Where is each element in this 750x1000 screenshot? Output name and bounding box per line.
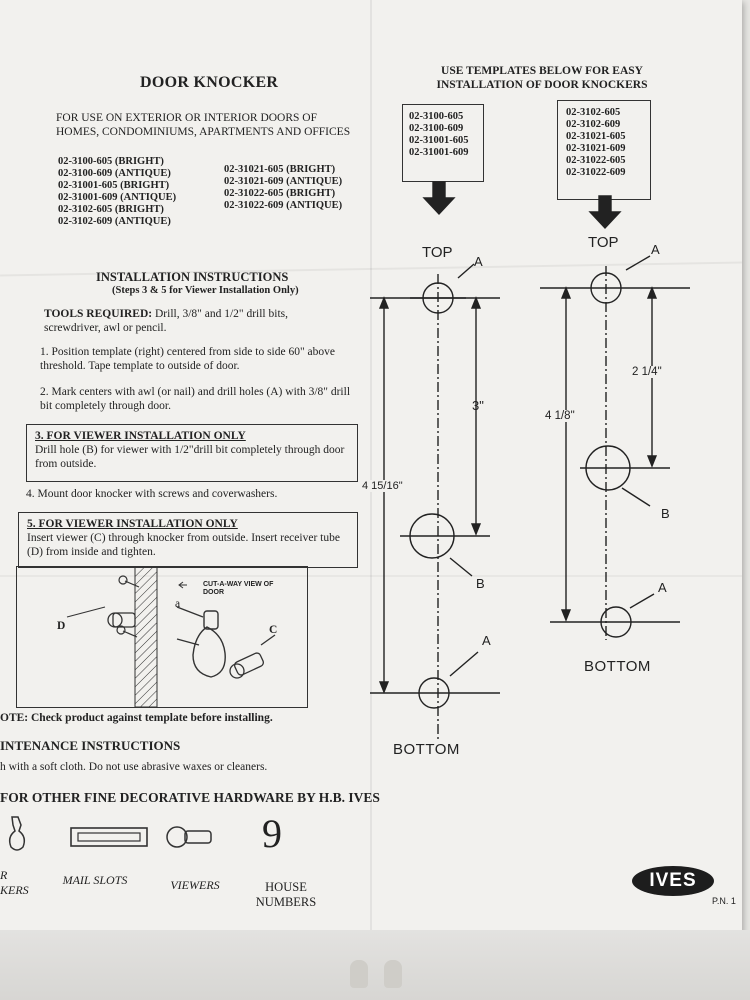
template-2-dim-ab: 2 1/4" [632, 366, 662, 378]
model-item: 02-3102-609 (ANTIQUE) [58, 216, 171, 227]
note-text: OTE: Check product against template befo… [0, 712, 273, 724]
step-3-text: Drill hole (B) for viewer with 1/2"drill… [35, 444, 345, 470]
cutaway-label: CUT-A-WAY VIEW OF DOOR [203, 581, 274, 596]
template-1-dim-ab: 3" [472, 398, 484, 413]
step-1: 1. Position template (right) centered fr… [40, 346, 335, 372]
template-2-model: 02-3102-609 [566, 119, 621, 130]
product-label: HOUSE NUMBERS [255, 880, 317, 909]
step-5-heading: 5. FOR VIEWER INSTALLATION ONLY [27, 518, 238, 530]
maintenance-title: INTENANCE INSTRUCTIONS [0, 738, 181, 753]
house-number-icon: 9 [262, 811, 282, 856]
tools-required: TOOLS REQUIRED: Drill, 3/8" and 1/2" dri… [44, 307, 344, 335]
template-2-model: 02-31021-605 [566, 131, 626, 142]
template-1-model: 02-3100-609 [409, 123, 464, 134]
ives-logo: IVES [632, 866, 714, 896]
product-label: VIEWERS [170, 878, 220, 892]
background-plastic [0, 930, 750, 1000]
model-item: 02-3100-605 (BRIGHT) [58, 156, 164, 167]
fold-line [0, 575, 742, 577]
diagram-label-a: a [175, 598, 181, 610]
fold-line [370, 0, 372, 985]
model-item: 02-3100-609 (ANTIQUE) [58, 168, 171, 179]
model-item: 02-31021-609 (ANTIQUE) [224, 176, 343, 187]
template-1-model: 02-31001-605 [409, 135, 469, 146]
step-5-box: 5. FOR VIEWER INSTALLATION ONLY Insert v… [18, 512, 358, 568]
step-3-heading: 3. FOR VIEWER INSTALLATION ONLY [35, 430, 246, 442]
model-item: 02-31001-609 (ANTIQUE) [58, 192, 177, 203]
knocker-icon [0, 815, 40, 855]
template-2-label-a: A [651, 242, 660, 257]
intro-text: FOR USE ON EXTERIOR OR INTERIOR DOORS OF… [56, 112, 351, 138]
tools-text: Drill, 3/8" and 1/2" drill bits, screwdr… [44, 308, 288, 334]
template-drawings [370, 181, 690, 740]
step-5-text: Insert viewer (C) through knocker from o… [27, 532, 340, 558]
down-arrow-icon [422, 181, 456, 216]
product-label: R KERS [0, 868, 29, 897]
template-2-label-b: B [661, 506, 670, 521]
install-subtitle: (Steps 3 & 5 for Viewer Installation Onl… [112, 285, 299, 296]
step-3-box: 3. FOR VIEWER INSTALLATION ONLY Drill ho… [26, 424, 358, 482]
template-1-label-a: A [474, 254, 483, 269]
model-list-1: 02-3100-605 (BRIGHT) 02-3100-609 (ANTIQU… [58, 156, 176, 228]
template-2-bottom: BOTTOM [584, 658, 651, 675]
model-item: 02-31021-605 (BRIGHT) [224, 164, 336, 175]
viewer-icon [165, 824, 215, 850]
template-2-model: 02-31021-609 [566, 143, 626, 154]
template-2-dim-total: 4 1/8" [545, 410, 575, 422]
screw-icon [384, 960, 402, 988]
product-label: MAIL SLOTS [62, 873, 128, 887]
other-hardware-title: FOR OTHER FINE DECORATIVE HARDWARE BY H.… [0, 790, 380, 805]
installation-diagram: CUT-A-WAY VIEW OF DOOR D C a [16, 566, 308, 708]
template-1-dim-total: 4 15/16" [362, 480, 403, 492]
template-1-bottom: BOTTOM [393, 741, 460, 758]
down-arrow-icon [588, 195, 622, 230]
page-title: DOOR KNOCKER [140, 74, 279, 91]
maintenance-text: h with a soft cloth. Do not use abrasive… [0, 761, 268, 773]
diagram-label-d: D [57, 620, 66, 632]
mail-slot-icon [70, 826, 150, 848]
template-2-top: TOP [588, 234, 619, 251]
template-heading-line1: USE TEMPLATES BELOW FOR EASY [441, 65, 643, 77]
template-1-top: TOP [422, 244, 453, 261]
part-number: P.N. 1 [712, 896, 736, 906]
template-1-model: 02-3100-605 [409, 111, 464, 122]
template-2-model: 02-31022-609 [566, 167, 626, 178]
tools-label: TOOLS REQUIRED: [44, 308, 153, 320]
model-list-2: 02-31021-605 (BRIGHT) 02-31021-609 (ANTI… [224, 164, 342, 212]
instruction-sheet: DOOR KNOCKER FOR USE ON EXTERIOR OR INTE… [0, 0, 742, 985]
template-2-model: 02-31022-605 [566, 155, 626, 166]
screw-icon [350, 960, 368, 988]
template-1-label-a-bottom: A [482, 633, 491, 648]
template-1-model: 02-31001-609 [409, 147, 469, 158]
installation-diagram-drawing [66, 566, 276, 708]
template-2-label-a-bottom: A [658, 580, 667, 595]
template-heading: USE TEMPLATES BELOW FOR EASY INSTALLATIO… [412, 64, 672, 92]
step-2: 2. Mark centers with awl (or nail) and d… [40, 386, 351, 412]
model-item: 02-31022-605 (BRIGHT) [224, 188, 336, 199]
model-item: 02-31022-609 (ANTIQUE) [224, 200, 343, 211]
model-item: 02-31001-605 (BRIGHT) [58, 180, 170, 191]
install-title: INSTALLATION INSTRUCTIONS [96, 270, 289, 284]
template-2-model: 02-3102-605 [566, 107, 621, 118]
step-4: 4. Mount door knocker with screws and co… [26, 488, 278, 500]
model-item: 02-3102-605 (BRIGHT) [58, 204, 164, 215]
template-heading-line2: INSTALLATION OF DOOR KNOCKERS [436, 79, 648, 91]
template-1-label-b: B [476, 576, 485, 591]
diagram-label-c: C [269, 624, 278, 636]
